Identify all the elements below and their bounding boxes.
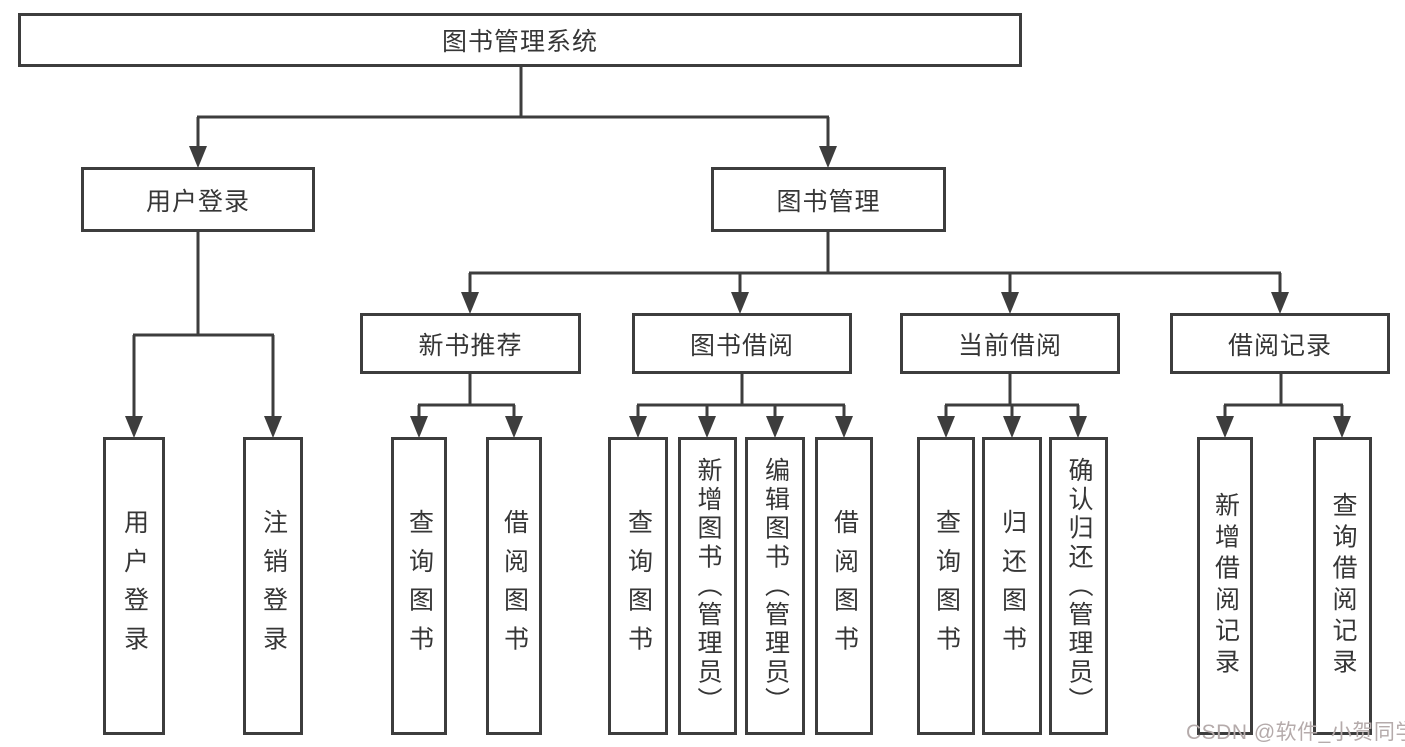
leaf-edit-book-admin: 编辑图书（管理员） <box>745 437 805 735</box>
arrowhead <box>1271 292 1289 314</box>
node-book-management: 图书管理 <box>711 167 946 232</box>
arrowhead <box>410 416 428 438</box>
node-book-borrow: 图书借阅 <box>632 313 852 374</box>
leaf-query-books-borrow: 查询图书 <box>608 437 668 735</box>
arrowhead <box>125 416 143 438</box>
arrowhead <box>629 416 647 438</box>
leaf-query-borrow-record: 查询借阅记录 <box>1313 437 1372 735</box>
connector-line <box>1223 374 1344 420</box>
arrowhead <box>1333 416 1351 438</box>
leaf-confirm-return-admin: 确认归还（管理员） <box>1049 437 1108 735</box>
leaf-add-borrow-record: 新增借阅记录 <box>1197 437 1253 735</box>
arrowhead <box>731 292 749 314</box>
arrowhead <box>1216 416 1234 438</box>
node-current-borrow: 当前借阅 <box>900 313 1120 374</box>
connector-new-book-group <box>410 374 523 438</box>
arrowhead <box>1003 416 1021 438</box>
leaf-logout: 注销登录 <box>243 437 303 735</box>
leaf-return-book: 归还图书 <box>982 437 1042 735</box>
leaf-query-books-recommend: 查询图书 <box>391 437 447 735</box>
arrowhead <box>766 416 784 438</box>
connector-user-login-subtree <box>125 232 282 438</box>
leaf-query-books-current: 查询图书 <box>917 437 975 735</box>
node-root-title: 图书管理系统 <box>18 13 1022 67</box>
arrowhead <box>698 416 716 438</box>
connector-line <box>196 67 830 150</box>
connector-root-to-level2 <box>189 67 837 168</box>
arrowhead <box>461 292 479 314</box>
leaf-borrow-books: 借阅图书 <box>815 437 873 735</box>
arrowhead <box>819 146 837 168</box>
node-new-book-recommend: 新书推荐 <box>360 313 581 374</box>
arrowhead <box>1069 416 1087 438</box>
connector-current-borrow-group <box>937 374 1087 438</box>
leaf-user-login: 用户登录 <box>103 437 165 735</box>
connector-borrow-records-group <box>1216 374 1351 438</box>
arrowhead <box>264 416 282 438</box>
connector-line <box>944 374 1080 420</box>
connector-book-borrow-group <box>629 374 853 438</box>
connector-line <box>468 232 1282 296</box>
connector-line <box>132 232 275 420</box>
leaf-borrow-books-recommend: 借阅图书 <box>486 437 542 735</box>
csdn-watermark: CSDN @软件_小贺同学 <box>1186 721 1405 744</box>
leaf-add-book-admin: 新增图书（管理员） <box>678 437 737 735</box>
connector-line <box>417 374 516 420</box>
node-user-login: 用户登录 <box>81 167 315 232</box>
node-borrow-records: 借阅记录 <box>1170 313 1390 374</box>
arrowhead <box>937 416 955 438</box>
arrowhead <box>835 416 853 438</box>
connector-line <box>636 374 846 420</box>
arrowhead <box>505 416 523 438</box>
connector-book-management-to-level3 <box>461 232 1289 314</box>
arrowhead <box>1001 292 1019 314</box>
arrowhead <box>189 146 207 168</box>
